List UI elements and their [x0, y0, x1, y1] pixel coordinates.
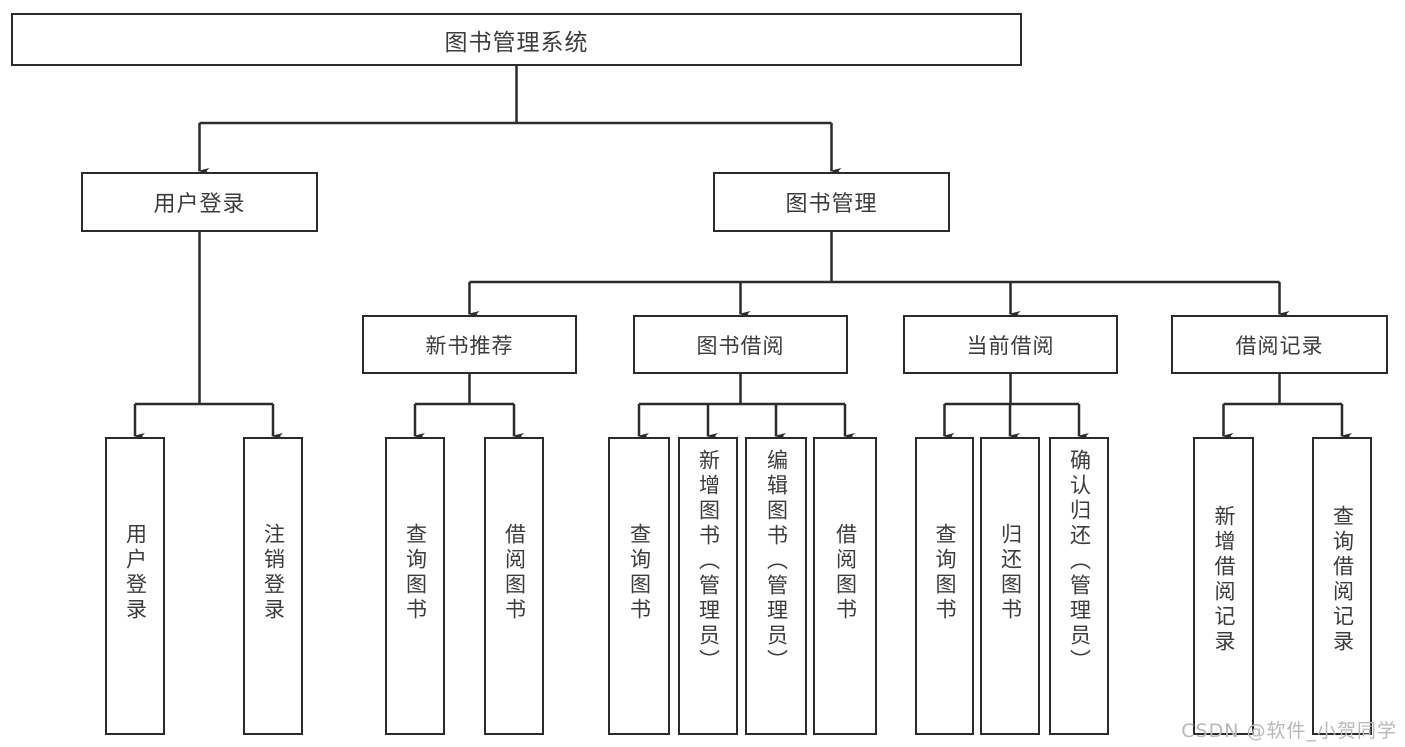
node-label: 注销登录: [261, 523, 286, 623]
node-label: 图书管理: [785, 192, 878, 217]
node-new-book-rec[interactable]: 新书推荐: [362, 315, 577, 374]
watermark-text: CSDN @软件_小贺同学: [1181, 720, 1397, 742]
node-label: 归还图书: [998, 523, 1023, 623]
node-label: 查询借阅记录: [1330, 505, 1355, 655]
node-label: 新增图书（管理员）: [696, 449, 721, 674]
node-label: 当前借阅: [966, 333, 1055, 358]
node-book-borrow[interactable]: 图书借阅: [633, 315, 848, 374]
node-leaf-user-logout[interactable]: 注销登录: [243, 437, 303, 735]
node-label: 编辑图书（管理员）: [764, 449, 789, 674]
node-leaf-user-login[interactable]: 用户登录: [105, 437, 165, 735]
node-label: 用户登录: [153, 192, 246, 217]
node-leaf-return-book[interactable]: 归还图书: [980, 437, 1040, 735]
node-leaf-edit-book[interactable]: 编辑图书（管理员）: [745, 437, 807, 735]
node-label: 查询图书: [933, 523, 957, 623]
node-leaf-borrow-book[interactable]: 借阅图书: [813, 437, 877, 735]
node-leaf-add-record[interactable]: 新增借阅记录: [1193, 437, 1254, 735]
node-user-login[interactable]: 用户登录: [81, 172, 318, 232]
node-leaf-query-book[interactable]: 查询图书: [608, 437, 670, 735]
node-leaf-query-book-cur[interactable]: 查询图书: [915, 437, 974, 735]
node-label: 借阅图书: [833, 523, 858, 623]
node-book-manage[interactable]: 图书管理: [713, 172, 950, 232]
node-label: 新书推荐: [425, 333, 514, 358]
node-label: 图书借阅: [696, 333, 785, 358]
node-label: 图书管理系统: [444, 29, 589, 56]
node-leaf-add-book[interactable]: 新增图书（管理员）: [678, 437, 738, 735]
node-leaf-confirm-return[interactable]: 确认归还（管理员）: [1049, 437, 1109, 735]
node-label: 借阅图书: [502, 523, 527, 623]
node-leaf-query-record[interactable]: 查询借阅记录: [1312, 437, 1372, 735]
node-label: 新增借阅记录: [1212, 505, 1236, 655]
node-label: 查询图书: [403, 523, 428, 623]
node-root[interactable]: 图书管理系统: [11, 13, 1022, 66]
node-leaf-query-book-rec[interactable]: 查询图书: [385, 437, 445, 735]
node-label: 用户登录: [123, 523, 148, 623]
node-leaf-borrow-book-rec[interactable]: 借阅图书: [484, 437, 544, 735]
node-current-borrow[interactable]: 当前借阅: [903, 315, 1118, 374]
node-label: 查询图书: [627, 523, 652, 623]
node-label: 借阅记录: [1235, 333, 1324, 358]
node-label: 确认归还（管理员）: [1067, 449, 1092, 674]
node-borrow-record[interactable]: 借阅记录: [1171, 315, 1388, 374]
